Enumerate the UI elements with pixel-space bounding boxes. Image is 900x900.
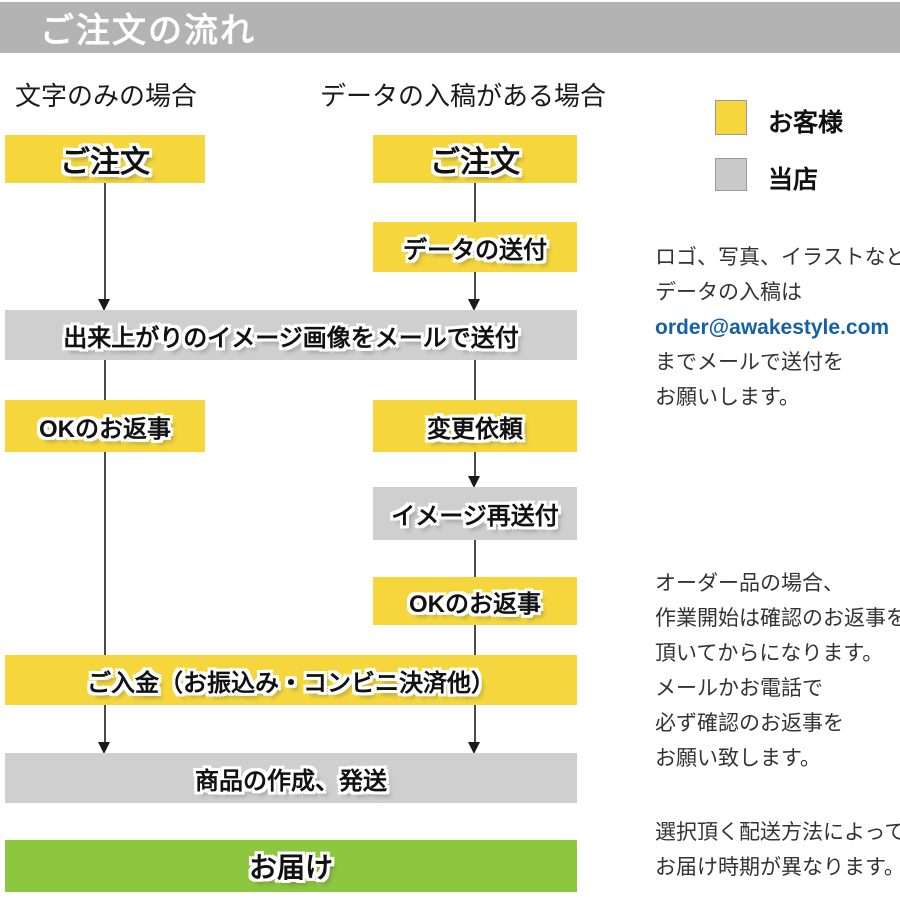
connector-line bbox=[104, 360, 106, 400]
title-bar: ご注文の流れ bbox=[0, 2, 900, 53]
legend-customer-label: お客様 bbox=[768, 109, 844, 137]
arrow-down-icon bbox=[468, 476, 480, 488]
note-line: までメールで送付を bbox=[655, 351, 844, 374]
note-line: 選択頂く配送方法によって bbox=[655, 821, 900, 844]
flow-box-image-mail: 出来上がりのイメージ画像をメールで送付 bbox=[5, 310, 577, 360]
flow-box-label: データの送付 bbox=[403, 236, 547, 264]
connector-line bbox=[104, 183, 106, 300]
arrow-down-icon bbox=[468, 299, 480, 311]
flow-box-label: OKのお返事 bbox=[409, 590, 541, 618]
note-line: お届け時期が異なります。 bbox=[655, 856, 900, 879]
connector-line bbox=[474, 705, 476, 743]
note-delivery-timing: 選択頂く配送方法によって お届け時期が異なります。 bbox=[655, 815, 900, 885]
connector-line bbox=[474, 183, 476, 222]
note-line: ロゴ、写真、イラストなど bbox=[655, 246, 900, 269]
flow-box-ok-reply-right: OKのお返事 bbox=[373, 577, 577, 625]
flow-box-label: イメージ再送付 bbox=[391, 503, 559, 530]
flow-box-label: ご注文 bbox=[60, 146, 150, 179]
connector-line bbox=[474, 540, 476, 577]
flow-box-order-left: ご注文 bbox=[5, 135, 205, 183]
connector-line bbox=[474, 625, 476, 655]
flow-box-ok-reply-left: OKのお返事 bbox=[5, 400, 205, 452]
flow-box-label: ご入金（お振込み・コンビニ決済他） bbox=[87, 669, 495, 697]
flow-box-order-right: ご注文 bbox=[373, 135, 577, 183]
note-line: 必ず確認のお返事を bbox=[655, 712, 844, 735]
page-title: ご注文の流れ bbox=[40, 12, 256, 50]
flow-box-change-request: 変更依頼 bbox=[373, 400, 577, 452]
column-header-data-submission: データの入稿がある場合 bbox=[320, 81, 607, 111]
legend-customer-swatch bbox=[715, 100, 747, 135]
flow-box-delivery: お届け bbox=[5, 840, 577, 892]
flow-box-label: お届け bbox=[248, 852, 333, 883]
flow-box-production-shipping: 商品の作成、発送 bbox=[5, 753, 577, 803]
flow-box-image-resend: イメージ再送付 bbox=[373, 487, 577, 540]
arrow-down-icon bbox=[98, 299, 110, 311]
arrow-down-icon bbox=[468, 742, 480, 754]
flow-box-label: 変更依頼 bbox=[427, 415, 523, 443]
note-line: お願い致します。 bbox=[655, 747, 821, 770]
note-line: 作業開始は確認のお返事を bbox=[655, 607, 900, 630]
note-line: お願いします。 bbox=[655, 386, 800, 409]
flow-box-payment: ご入金（お振込み・コンビニ決済他） bbox=[5, 655, 577, 705]
note-data-submission: ロゴ、写真、イラストなど データの入稿は order@awakestyle.co… bbox=[655, 240, 900, 415]
email-address: order@awakestyle.com bbox=[655, 316, 890, 339]
note-line: 頂いてからになります。 bbox=[655, 642, 884, 665]
note-line: オーダー品の場合、 bbox=[655, 572, 844, 595]
note-order-confirmation: オーダー品の場合、 作業開始は確認のお返事を 頂いてからになります。 メールかお… bbox=[655, 566, 900, 776]
connector-line bbox=[474, 360, 476, 400]
flow-box-label: OKのお返事 bbox=[39, 415, 171, 443]
connector-line bbox=[104, 452, 106, 655]
legend-shop-label: 当店 bbox=[768, 166, 819, 194]
note-line: データの入稿は bbox=[655, 281, 802, 304]
connector-line bbox=[104, 705, 106, 743]
flow-box-data-send: データの送付 bbox=[373, 222, 577, 272]
connector-line bbox=[474, 452, 476, 477]
column-header-text-only: 文字のみの場合 bbox=[15, 81, 198, 111]
note-line: メールかお電話で bbox=[655, 677, 823, 700]
connector-line bbox=[474, 272, 476, 300]
arrow-down-icon bbox=[98, 742, 110, 754]
flow-box-label: 商品の作成、発送 bbox=[195, 767, 387, 795]
flow-box-label: ご注文 bbox=[430, 146, 520, 179]
flow-box-label: 出来上がりのイメージ画像をメールで送付 bbox=[63, 324, 519, 352]
legend-shop-swatch bbox=[715, 158, 747, 191]
